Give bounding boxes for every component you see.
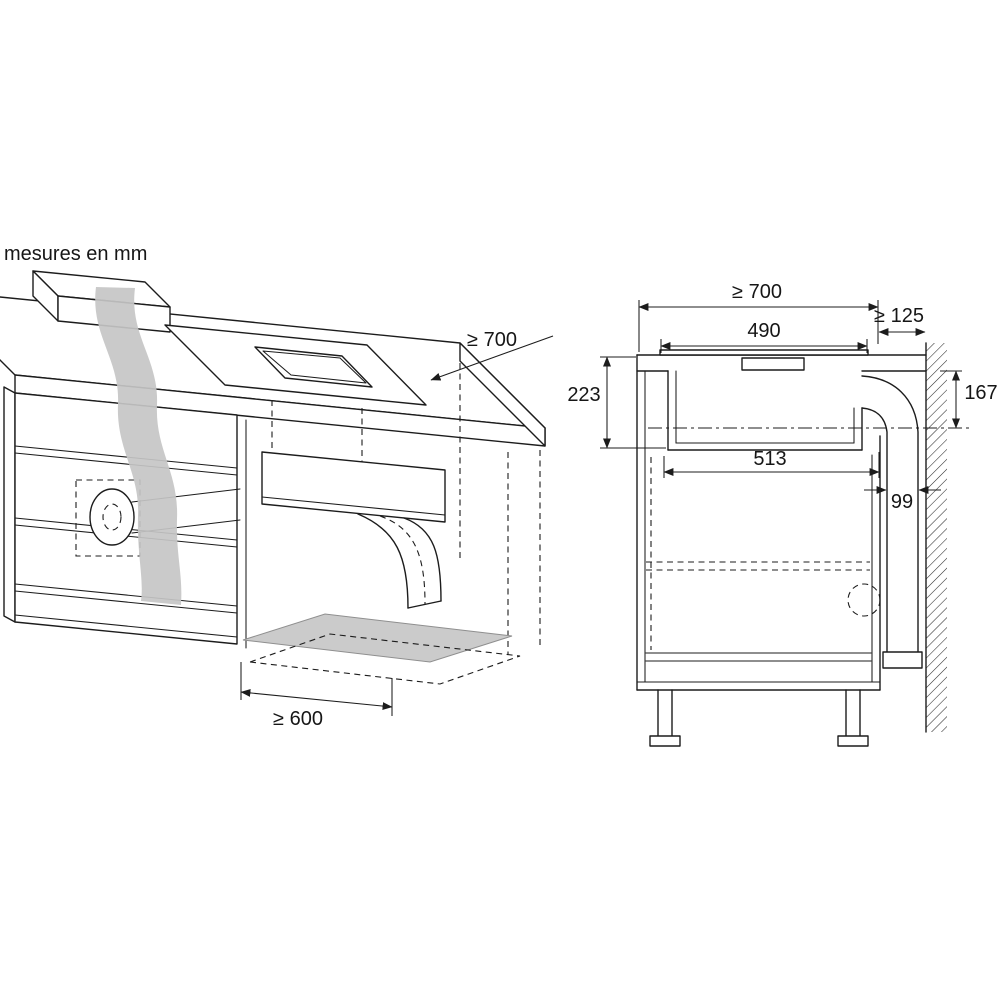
dim-label-housing: 513 — [753, 448, 786, 470]
duct-foot — [882, 651, 923, 669]
units-label: mesures en mm — [4, 243, 147, 265]
dim-housing-depth: 513 — [663, 448, 880, 478]
plinth-outlet-panel — [242, 613, 513, 663]
worktop-end-face — [459, 342, 546, 447]
dim-total-depth: ≥ 700 — [638, 281, 879, 352]
duct-section — [847, 375, 923, 669]
vent-grate — [254, 346, 373, 388]
dim-wall-gap: ≥ 125 — [874, 305, 926, 336]
worktop-section — [636, 349, 927, 372]
section-view: ≥ 700 ≥ 125 490 223 167 — [567, 281, 998, 747]
duct-opening — [89, 488, 135, 546]
dim-outlet-offset: 167 — [940, 370, 998, 429]
dim-worktop-depth: ≥ 700 — [430, 329, 554, 381]
hob-surface — [164, 324, 427, 406]
dim-label-wall-gap: ≥ 125 — [874, 305, 924, 327]
vent-housing — [261, 400, 446, 523]
vent-housing-section — [667, 370, 863, 451]
dim-label-total-depth: ≥ 700 — [732, 281, 782, 303]
hob-glass — [659, 349, 869, 356]
leg-foot — [837, 735, 869, 747]
wall-hatch — [926, 343, 947, 732]
dim-label-clearance: ≥ 600 — [273, 708, 323, 730]
leader-arrow — [430, 335, 554, 381]
dim-label-height: 223 — [567, 384, 600, 406]
dim-label-depth: ≥ 700 — [467, 329, 517, 351]
cabinet-section — [636, 354, 881, 691]
duct-elbow — [357, 513, 442, 609]
airflow-band — [95, 287, 182, 605]
duct-hole — [847, 583, 881, 617]
leg-foot — [649, 735, 681, 747]
dim-label-cutout: 490 — [747, 320, 780, 342]
dim-clearance: ≥ 600 — [240, 662, 393, 730]
dim-height: 223 — [567, 356, 666, 449]
perspective-view: ≥ 700 ≥ 600 — [0, 270, 554, 730]
cabinet-legs — [649, 689, 869, 747]
dim-cutout: 490 — [660, 320, 868, 353]
dim-label-outlet: 167 — [964, 382, 997, 404]
air-inlet — [741, 357, 805, 371]
dim-label-duct: 99 — [891, 491, 913, 513]
dim-duct-width: 99 — [864, 486, 941, 513]
hob-top — [164, 324, 427, 406]
